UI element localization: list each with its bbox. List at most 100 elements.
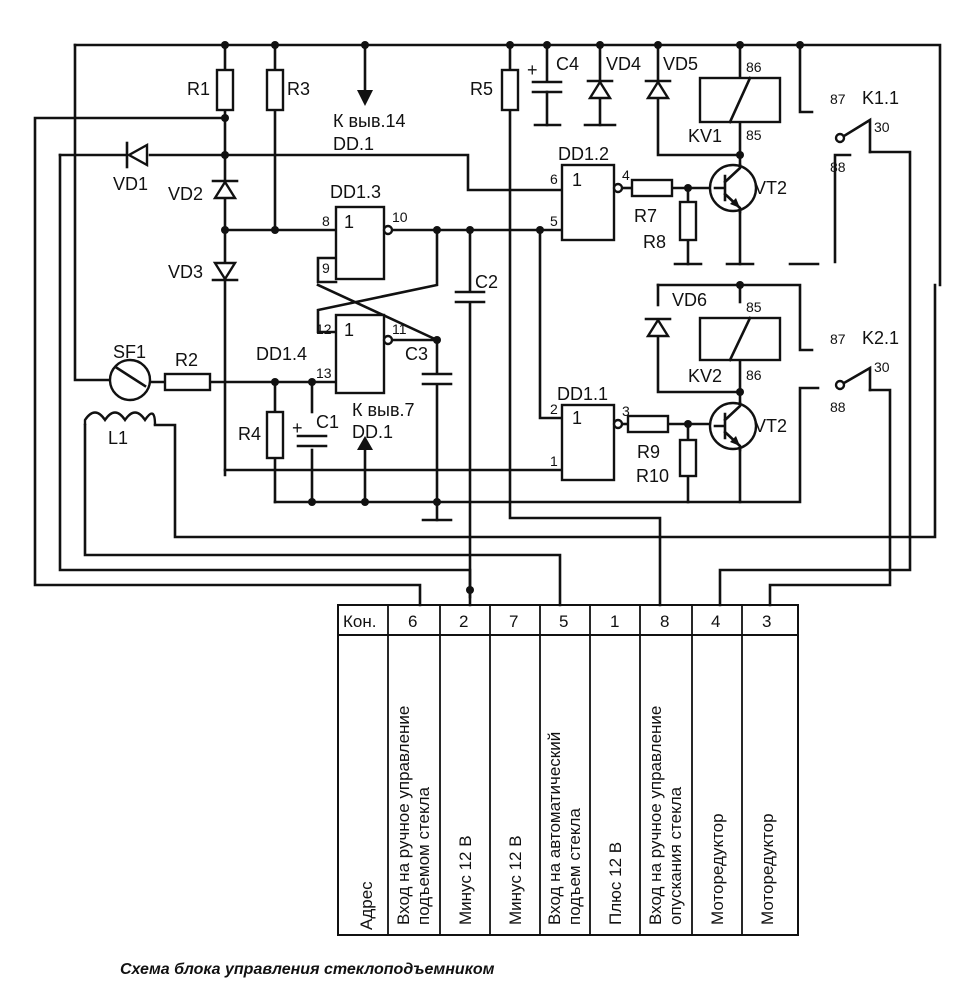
label-kv1: KV1 [688, 126, 722, 146]
gate-dd13-symbol: 1 [344, 212, 354, 232]
label-vt2-upper: VT2 [754, 178, 787, 198]
pin-k21-88: 88 [830, 399, 846, 415]
logic-gates [334, 163, 624, 482]
resistor-r3 [265, 68, 285, 112]
table-col-text: Вход на ручное управление [646, 706, 665, 925]
pin-dd14-12: 12 [316, 321, 332, 337]
gate-dd12 [560, 163, 616, 242]
label-r10: R10 [636, 466, 669, 486]
table-col-num: 7 [509, 612, 518, 631]
diode-vd6 [644, 317, 672, 338]
label-l1: L1 [108, 428, 128, 448]
pin-dd13-9: 9 [322, 260, 330, 276]
label-vd5: VD5 [663, 54, 698, 74]
pin-dd14-13: 13 [316, 365, 332, 381]
relay-contact-k11 [834, 117, 872, 154]
table-col-text: опускания стекла [666, 786, 685, 925]
label-k21: K2.1 [862, 328, 899, 348]
table-col-text: Моторедуктор [708, 813, 727, 925]
label-k11: K1.1 [862, 88, 899, 108]
label-r1: R1 [187, 79, 210, 99]
pin-kv2-85: 85 [746, 299, 762, 315]
component-labels: R1 R3 R5 R2 R4 R7 R8 R9 R10 C1 C2 C3 C4 … [108, 54, 899, 486]
label-r4: R4 [238, 424, 261, 444]
label-c1: C1 [316, 412, 339, 432]
table-col-num: 6 [408, 612, 417, 631]
pin-dd12-6: 6 [550, 171, 558, 187]
figure-caption: Схема блока управления стеклоподъемником [120, 961, 495, 978]
resistor-r8 [678, 200, 698, 242]
resistor-r10 [678, 438, 698, 478]
relay-coil-kv2 [698, 316, 782, 362]
label-sf1: SF1 [113, 342, 146, 362]
capacitor-c1 [296, 434, 328, 448]
table-col-text: Вход на автоматический [545, 732, 564, 925]
gate-dd14-symbol: 1 [344, 320, 354, 340]
pin-kv1-85: 85 [746, 127, 762, 143]
label-to14-line2: DD.1 [333, 134, 374, 154]
pin-dd12-5: 5 [550, 213, 558, 229]
table-header: Кон. [343, 612, 376, 631]
table-col-text: подъем стекла [565, 808, 584, 925]
table-col-text: Минус 12 В [506, 835, 525, 925]
plus-c4: + [527, 60, 538, 80]
table-col-num: 3 [762, 612, 771, 631]
label-vt2-lower: VT2 [754, 416, 787, 436]
gate-dd11-symbol: 1 [572, 408, 582, 428]
capacitor-c3 [421, 372, 453, 386]
gate-dd14 [334, 313, 386, 395]
pin-k11-30: 30 [874, 119, 890, 135]
table-col-text: Моторедуктор [758, 813, 777, 925]
relays [698, 76, 872, 392]
gate-dd13 [334, 205, 386, 281]
transistors [708, 163, 758, 452]
label-vd1: VD1 [113, 174, 148, 194]
resistor-r9 [626, 414, 670, 434]
table-col-num: 1 [610, 612, 619, 631]
resistor-r2 [163, 372, 212, 392]
plus-c1: + [292, 418, 303, 438]
transistor-vt2-upper [708, 163, 758, 214]
label-to7-line2: DD.1 [352, 422, 393, 442]
gate-dd11 [560, 403, 616, 482]
table-col-num: 4 [711, 612, 720, 631]
label-vd6: VD6 [672, 290, 707, 310]
label-r8: R8 [643, 232, 666, 252]
capacitors [296, 80, 563, 448]
capacitor-c4 [531, 80, 563, 94]
pin-dd13-10: 10 [392, 209, 408, 225]
label-r3: R3 [287, 79, 310, 99]
junctions [221, 41, 804, 594]
wires [33, 43, 942, 607]
pin-kv1-86: 86 [746, 59, 762, 75]
pin-dd13-8: 8 [322, 213, 330, 229]
label-to7-line1: К выв.7 [352, 400, 415, 420]
label-r7: R7 [634, 206, 657, 226]
pin-dd14-11: 11 [392, 321, 407, 337]
pin-dd11-2: 2 [550, 401, 558, 417]
table-col-text: Плюс 12 В [606, 842, 625, 925]
switch-sf1 [108, 358, 152, 402]
diode-vd1 [125, 141, 149, 169]
gate-dd12-symbol: 1 [572, 170, 582, 190]
label-to14-line1: К выв.14 [333, 111, 406, 131]
resistor-r5 [500, 68, 520, 112]
table-col-text: подъемом стекла [414, 786, 433, 925]
transistor-vt2-lower [708, 401, 758, 452]
relay-coil-kv1 [698, 76, 782, 124]
label-dd12: DD1.2 [558, 144, 609, 164]
diodes [125, 79, 672, 338]
label-vd3: VD3 [168, 262, 203, 282]
table-col-num: 8 [660, 612, 669, 631]
pin-dd11-1: 1 [550, 453, 558, 469]
table-col-num: 5 [559, 612, 568, 631]
pin-k21-87: 87 [830, 331, 846, 347]
table-col-text: Вход на ручное управление [394, 706, 413, 925]
pin-k11-88: 88 [830, 159, 846, 175]
label-r2: R2 [175, 350, 198, 370]
label-vd2: VD2 [168, 184, 203, 204]
diode-vd5 [644, 79, 672, 100]
diode-vd4 [586, 79, 614, 100]
pin-dd11-3: 3 [622, 403, 630, 419]
diode-vd2 [211, 179, 239, 200]
